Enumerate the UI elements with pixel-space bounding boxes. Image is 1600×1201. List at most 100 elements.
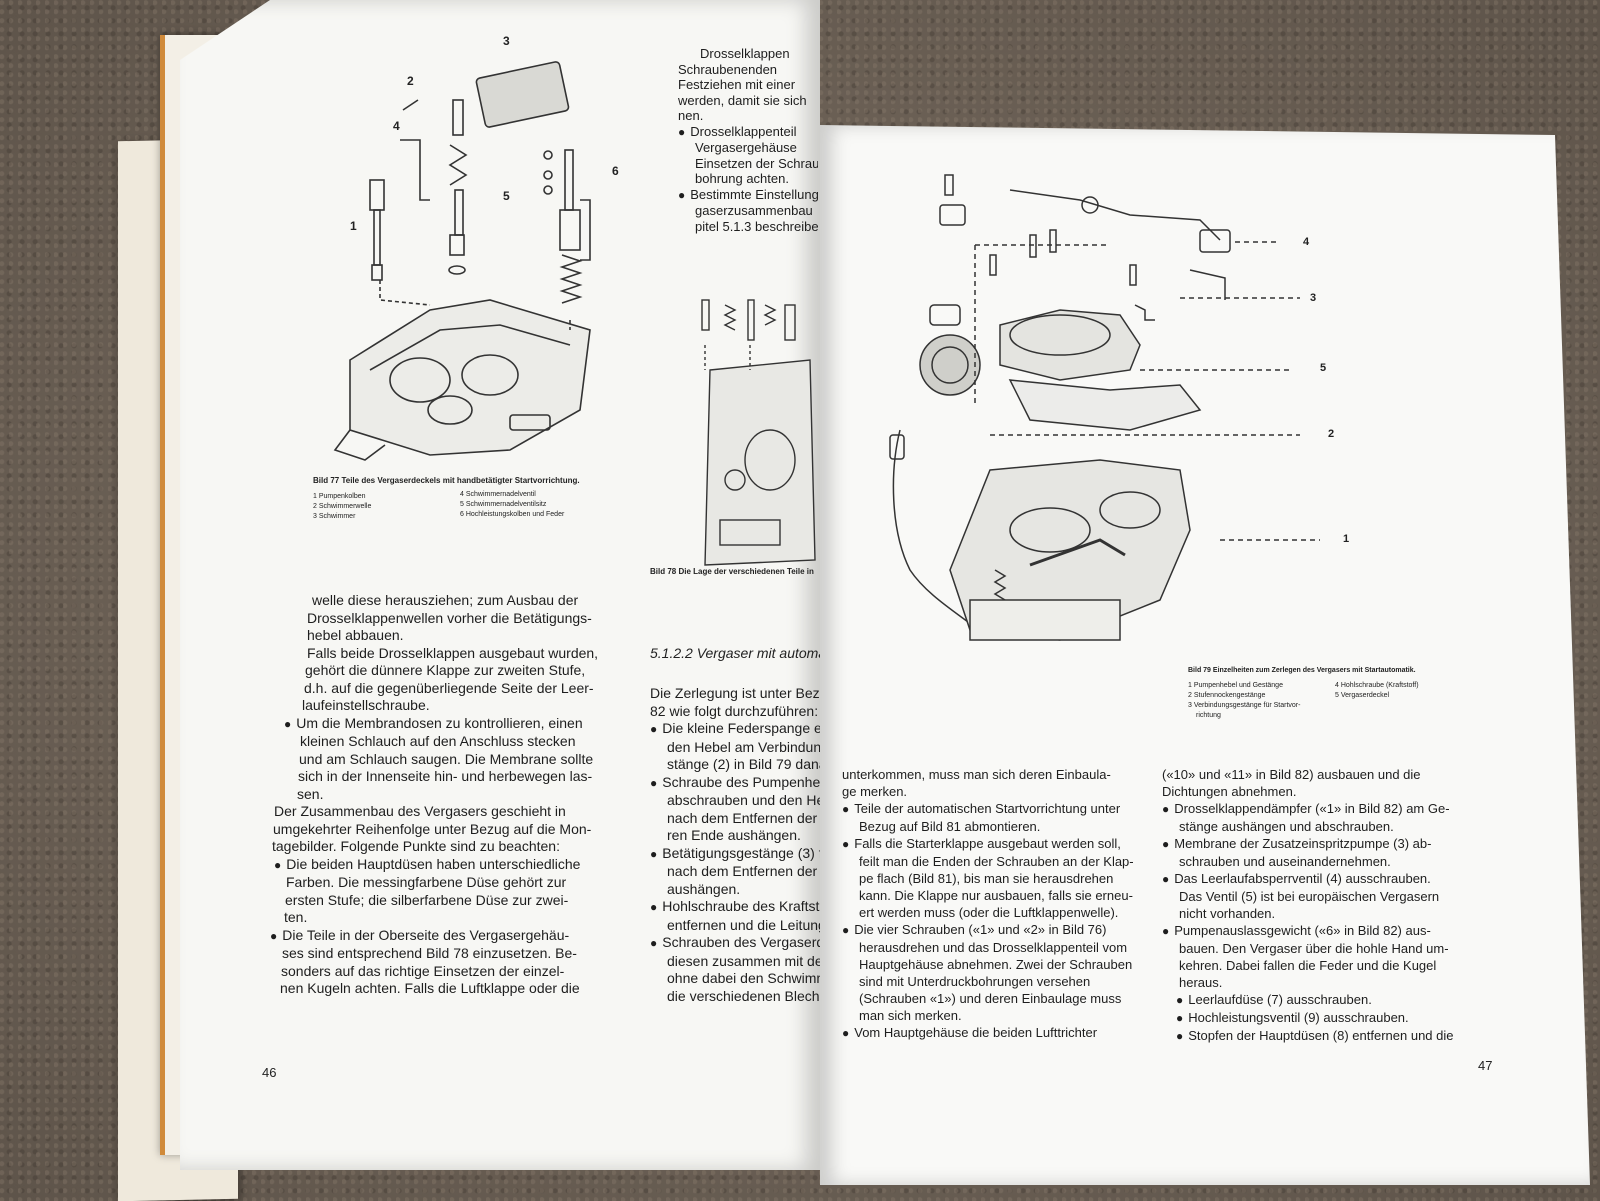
figure-79-drawing: [889, 174, 1320, 641]
text-line: Drosselklappenwellen vorher die Betätigu…: [307, 609, 592, 626]
text-line: unterkommen, muss man sich deren Einbaul…: [842, 767, 1111, 782]
text-line: Stopfen der Hauptdüsen (8) entfernen und…: [1176, 1027, 1492, 1045]
fig79-legend-item: 1 Pumpenhebel und Gestänge: [1188, 682, 1283, 689]
text-line: Bestimmte Einstellungen: [678, 187, 818, 204]
section-heading-5-1-2-2: 5.1.2.2 Vergaser mit automatischer Start…: [650, 645, 820, 661]
fig79-legend-item: 3 Verbindungsgestänge für Startvor-: [1188, 702, 1301, 709]
fig77-legend-item: 6 Hochleistungskolben und Feder: [460, 511, 565, 518]
text-line: hebel abbauen.: [307, 627, 404, 643]
text-line: tagebilder. Folgende Punkte sind zu beac…: [272, 838, 560, 854]
text-line: feilt man die Enden der Schrauben an der…: [859, 854, 1134, 869]
fig77-callout-6: 6: [612, 164, 619, 178]
text-line: (Schrauben «1») und deren Einbaulage mus…: [859, 991, 1122, 1006]
text-line: Die beiden Hauptdüsen haben unterschiedl…: [274, 856, 622, 875]
figure-77-caption: Bild 77 Teile des Vergaserdeckels mit ha…: [313, 476, 580, 485]
fig77-callout-4: 4: [393, 119, 400, 133]
text-line: Falls beide Drosselklappen ausgebaut wur…: [307, 644, 599, 661]
text-line: Dichtungen abnehmen.: [1162, 784, 1297, 799]
text-line: Die Zerlegung ist unter Bezug auf: [650, 685, 820, 701]
figure-79-legend-right: 4 Hohlschraube (Kraftstoff) 5 Vergaserde…: [1335, 681, 1419, 701]
left-page-top-right-text: Drosselklappen Schraubenenden Festziehen…: [678, 46, 818, 234]
page-number-left: 46: [262, 1065, 277, 1080]
text-line: gehört die dünnere Klappe zur zweiten St…: [305, 662, 586, 678]
text-line: abschrauben und den Hebel: [667, 792, 820, 808]
fig79-callout-3: 3: [1310, 292, 1317, 304]
text-line: aushängen.: [667, 880, 741, 897]
fig77-legend-item: 4 Schwimmernadelventil: [460, 491, 536, 498]
text-line: Um die Membrandosen zu kontrollieren, ei…: [284, 715, 622, 734]
figure-77-legend-right: 4 Schwimmernadelventil 5 Schwimmernadelv…: [460, 490, 564, 520]
text-line: welle diese herausziehen; zum Ausbau der: [312, 592, 579, 608]
fig77-callout-1: 1: [350, 219, 357, 233]
text-line: kleinen Schlauch auf den Anschluss steck…: [300, 733, 576, 749]
text-line: ren Ende aushängen.: [667, 827, 801, 843]
text-line: und am Schlauch saugen. Die Membrane sol…: [299, 750, 594, 767]
fig79-legend-item: 5 Vergaserdeckel: [1335, 692, 1390, 699]
text-line: Drosselklappenteil: [678, 124, 818, 141]
text-line: gaserzusammenbau: [695, 203, 813, 218]
text-line: Schraube des Pumpenhebels: [650, 774, 820, 793]
text-line: sich in der Innenseite hin- und herbeweg…: [298, 768, 593, 784]
text-line: Der Zusammenbau des Vergasers geschieht …: [274, 803, 566, 819]
fig77-callout-2: 2: [407, 74, 414, 88]
text-line: bauen. Den Vergaser über die hohle Hand …: [1179, 941, 1449, 956]
fig77-callout-3: 3: [503, 34, 510, 48]
text-line: umgekehrter Reihenfolge unter Bezug auf …: [273, 820, 592, 837]
text-line: Falls die Starterklappe ausgebaut werden…: [842, 835, 1142, 853]
text-line: Hochleistungsventil (9) ausschrauben.: [1176, 1009, 1492, 1027]
text-line: Festziehen mit einer: [678, 77, 796, 92]
text-line: ten.: [284, 909, 308, 925]
text-line: bohrung achten.: [695, 171, 789, 186]
text-line: sind mit Unterdruckbohrungen versehen: [859, 974, 1091, 989]
text-line: ohne dabei den Schwimmer: [667, 970, 820, 986]
text-line: Drosselklappen: [700, 46, 790, 61]
fig77-legend-item: 3 Schwimmer: [313, 513, 356, 520]
fig79-callout-5: 5: [1320, 362, 1327, 374]
text-line: Das Leerlaufabsperrventil (4) ausschraub…: [1162, 870, 1492, 888]
text-line: ert werden muss (oder die Luftklappenwel…: [859, 905, 1119, 920]
text-line: Die Teile in der Oberseite des Vergaserg…: [270, 927, 622, 946]
text-line: pe flach (Bild 81), bis man sie herausdr…: [859, 871, 1114, 886]
text-line: laufeinstellschraube.: [302, 697, 430, 713]
text-line: pitel 5.1.3 beschreiben: [695, 218, 818, 234]
figure-77-drawing: 1 2 3 4 5 6: [333, 34, 619, 461]
figure-78-drawing: [701, 299, 816, 566]
text-line: Schraubenenden: [678, 61, 778, 77]
text-line: 82 wie folgt durchzuführen:: [650, 702, 819, 719]
text-line: nach dem Entfernen der Feder: [667, 809, 820, 826]
fig77-legend-item: 2 Schwimmerwelle: [313, 503, 372, 510]
fig79-legend-item: richtung: [1196, 712, 1221, 719]
right-page-column-2: («10» und «11» in Bild 82) ausbauen und …: [1162, 766, 1492, 1045]
figure-79-caption: Bild 79 Einzelheiten zum Zerlegen des Ve…: [1188, 667, 1416, 674]
text-line: nen Kugeln achten. Falls die Luftklappe …: [280, 980, 580, 996]
text-line: ses sind entsprechend Bild 78 einzusetze…: [282, 945, 577, 961]
text-line: sonders auf das richtige Einsetzen der e…: [281, 962, 565, 979]
page-number-right: 47: [1478, 1058, 1493, 1073]
fig79-callout-1: 1: [1343, 533, 1350, 545]
text-line: («10» und «11» in Bild 82) ausbauen und …: [1162, 767, 1421, 782]
text-line: heraus.: [1179, 975, 1223, 990]
figure-77-legend-left: 1 Pumpenkolben 2 Schwimmerwelle 3 Schwim…: [313, 492, 371, 522]
text-line: nen.: [678, 108, 704, 123]
text-line: schrauben und auseinandernehmen.: [1179, 854, 1391, 869]
text-line: ersten Stufe; die silberfarbene Düse zur…: [285, 891, 569, 908]
text-line: Leerlaufdüse (7) ausschrauben.: [1176, 991, 1492, 1009]
text-line: diesen zusammen mit der Dichtung: [667, 952, 820, 969]
fig79-callout-4: 4: [1303, 236, 1310, 248]
text-line: Schrauben des Vergaserdeckels: [650, 934, 820, 953]
text-line: werden, damit sie sich: [678, 92, 807, 108]
text-line: kehren. Dabei fallen die Feder und die K…: [1179, 958, 1437, 973]
fig79-legend-item: 4 Hohlschraube (Kraftstoff): [1335, 682, 1419, 689]
text-line: Membrane der Zusatzeinspritzpumpe (3) ab…: [1162, 835, 1492, 853]
text-line: nach dem Entfernen der Feder: [667, 863, 820, 879]
text-line: man sich merken.: [859, 1008, 962, 1023]
fig79-callout-2: 2: [1328, 428, 1335, 440]
text-line: nicht vorhanden.: [1179, 906, 1276, 921]
text-line: die verschiedenen Blechhalter: [667, 987, 820, 1004]
text-line: Die vier Schrauben («1» und «2» in Bild …: [842, 921, 1142, 939]
text-line: den Hebel am Verbindungs-: [667, 738, 820, 755]
left-page-column-1: welle diese herausziehen; zum Ausbau der…: [272, 592, 622, 998]
fig77-legend-item: 1 Pumpenkolben: [313, 493, 366, 500]
text-line: d.h. auf die gegenüberliegende Seite der…: [304, 679, 594, 696]
text-line: Betätigungsgestänge (3) für: [650, 845, 820, 864]
